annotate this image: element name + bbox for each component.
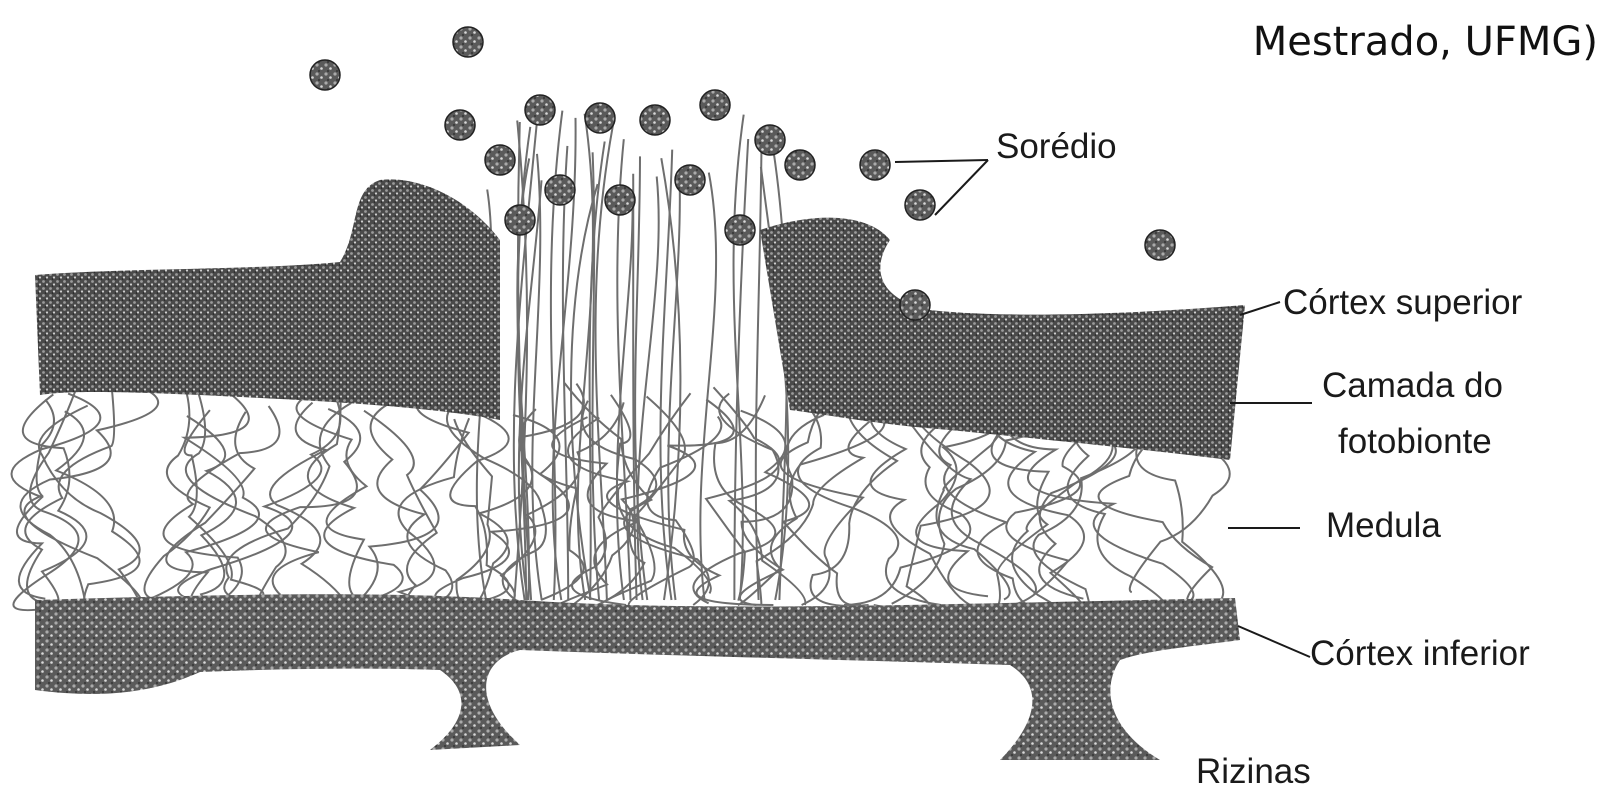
soredium	[725, 215, 755, 245]
upper-cortex-left	[35, 179, 500, 420]
label-cortex-inferior: Córtex inferior	[1310, 634, 1530, 673]
label-cortex-superior: Córtex superior	[1283, 283, 1523, 322]
soredium	[485, 145, 515, 175]
soredium	[905, 190, 935, 220]
soredium	[700, 90, 730, 120]
soredium	[545, 175, 575, 205]
label-soredio: Sorédio	[996, 127, 1117, 166]
soredium	[1145, 230, 1175, 260]
lower-cortex	[35, 594, 1240, 760]
soredium	[445, 110, 475, 140]
soredium	[900, 290, 930, 320]
soredium	[310, 60, 340, 90]
label-medula: Medula	[1326, 506, 1441, 545]
soredium	[640, 105, 670, 135]
soredium	[525, 95, 555, 125]
soredium	[605, 185, 635, 215]
soredium	[675, 165, 705, 195]
soredium	[453, 27, 483, 57]
label-rizinas: Rizinas	[1196, 752, 1311, 791]
soredium	[505, 205, 535, 235]
label-camada-line1: Camada do	[1322, 366, 1503, 405]
soredium	[585, 103, 615, 133]
soredium	[860, 150, 890, 180]
soredium	[755, 125, 785, 155]
label-camada-line2: fotobionte	[1338, 422, 1492, 461]
soredium	[785, 150, 815, 180]
